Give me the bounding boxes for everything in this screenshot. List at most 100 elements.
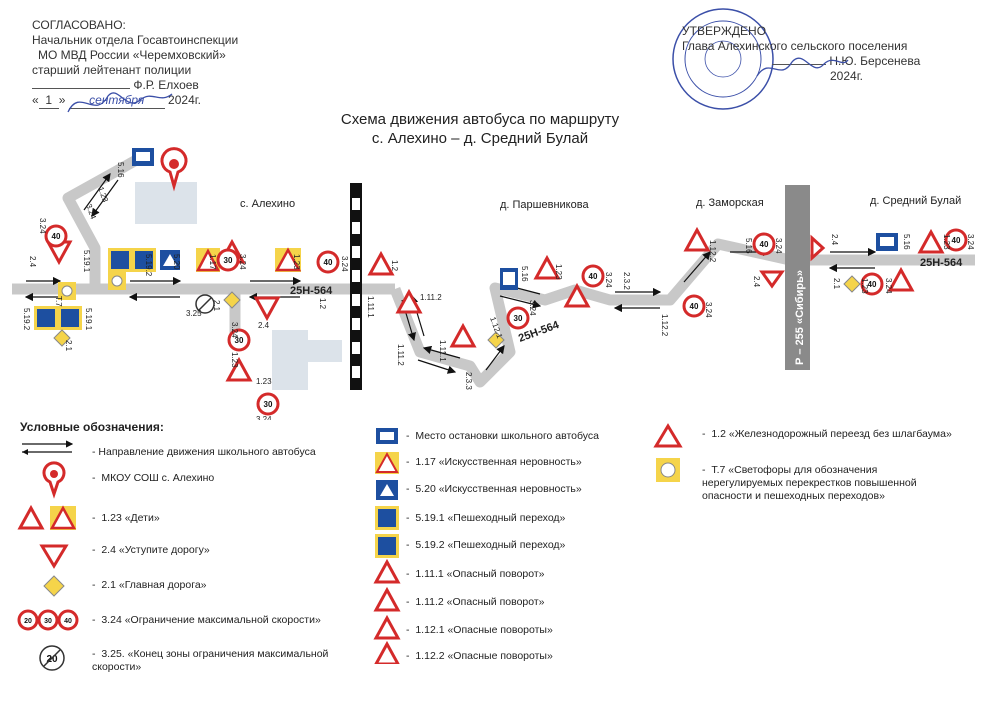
speed-bump-sign: [195, 248, 221, 272]
sign-label: 2.1: [64, 340, 73, 352]
legend-item-main-road: - 2.1 «Главная дорога»: [92, 579, 207, 591]
legend-traffic-light-icon: [656, 458, 680, 482]
speed-limit-value: 40: [324, 258, 333, 267]
end-speed-zone-sign: [195, 294, 215, 314]
road-name-local: 25Н-564: [920, 257, 963, 269]
pedestrian-crossing-sign: [58, 306, 82, 330]
sign-label: 3.24: [884, 278, 893, 294]
sign-label: 3.24: [84, 203, 98, 221]
speed-limit-sign: [506, 306, 530, 330]
sign-label: 2.3.2: [622, 272, 631, 290]
sign-label: 1.12.2: [708, 240, 717, 263]
sign-label: 1.23: [96, 186, 110, 204]
sign-label: 5.19.1: [84, 308, 93, 331]
approval-left-signer: Ф.Р. Елхоев: [133, 78, 199, 92]
legend-curve-left-icon: [373, 586, 401, 612]
diagram-title-line1: Схема движения автобуса по маршруту: [340, 111, 620, 128]
sign-label: 1.23: [554, 264, 563, 280]
sign-label: 1.23: [860, 278, 869, 294]
children-sign-yellow: [274, 247, 302, 272]
speed-limit-value: 30: [235, 336, 244, 345]
pedestrian-crossing-sign: [108, 248, 132, 272]
legend-bus-stop-icon: [376, 428, 398, 444]
sign-label: 3.24: [230, 322, 239, 338]
sign-label: 1.23: [256, 377, 272, 386]
approval-left-block: СОГЛАСОВАНО: Начальник отдела Госавтоинс…: [32, 18, 238, 109]
legend-item-curves-2: - 1.12.2 «Опасные повороты»: [406, 650, 553, 662]
approval-right-signer: Н.Ю. Берсенева: [829, 54, 921, 68]
approval-left-org: МО МВД России «Черемховский»: [38, 48, 226, 62]
diagram-title-line2: с. Алехино – д. Средний Булай: [371, 130, 589, 147]
dangerous-curve-sign: [449, 322, 477, 348]
yield-sign: [759, 270, 785, 289]
traffic-light-sign: [58, 282, 76, 300]
speed-limit-value: 40: [52, 232, 61, 241]
approval-left-signature-line: Ф.Р. Елхоев: [32, 78, 238, 93]
federal-highway: [785, 185, 810, 370]
approval-right-title: УТВЕРЖДЕНО: [682, 24, 767, 38]
speed-limit-value: 40: [868, 280, 877, 289]
speed-limit-value: 30: [514, 314, 523, 323]
approval-left-rank: старший лейтенант полиции: [32, 63, 192, 77]
children-sign: [225, 356, 253, 382]
railway-crossing-sign: [367, 250, 395, 276]
legend-item-speed-bump: - 1.17 «Искусственная неровность»: [406, 456, 582, 468]
legend-heading: Условные обозначения:: [20, 420, 164, 434]
main-road-sign: [843, 275, 861, 293]
signature-right-mark: [756, 57, 849, 77]
sign-label: 3.24: [38, 218, 47, 234]
pedestrian-crossing-sign: [34, 306, 58, 330]
sign-label: 1.23: [942, 234, 951, 250]
legend-icons-col3: [653, 423, 683, 482]
speed-limit-sign: [944, 228, 968, 252]
legend-item-end-speed-zone: - 3.25. «Конец зоны ограничения максимал…: [92, 648, 329, 673]
place-name-zamorskaya: д. Заморская: [696, 197, 764, 209]
legend-speed-limit-icon: 20 30 40: [17, 609, 79, 631]
sign-label: 1.11.1: [366, 296, 375, 318]
sign-label: Т.7: [54, 296, 63, 307]
legend-item-direction: - Направление движения школьного автобус…: [92, 446, 316, 458]
legend-yield-icon: [39, 544, 69, 569]
children-sign: [887, 266, 915, 292]
legend-speed-bump-blue-icon: [376, 480, 398, 500]
sign-label: 5.16: [902, 234, 911, 250]
sign-label: 1.12.2: [660, 314, 669, 337]
road-name-local: 25Н-564: [290, 285, 333, 297]
legend-item-children: - 1.23 «Дети»: [92, 512, 160, 524]
legend-railway-icon: [653, 423, 683, 448]
legend-main-road-icon: [43, 575, 65, 597]
speed-limit-sign: [316, 250, 340, 274]
legend-item-traffic-light: - Т.7 «Светофоры для обозначения нерегул…: [702, 464, 917, 502]
speed-limit-sign: [216, 248, 240, 272]
stamp-seal: [672, 8, 774, 110]
approval-left-day: 1: [38, 93, 59, 109]
speed-limit-value: 40: [760, 240, 769, 249]
yield-sign: [810, 234, 826, 262]
bus-stop-sign: [132, 148, 154, 166]
place-name-alekhino: с. Алехино: [240, 198, 295, 210]
route-map: 40 30 40 30 30 30 40 40 40 40 40 5.16 1.…: [12, 147, 975, 420]
sign-label: 5.20: [172, 254, 181, 270]
dangerous-curve-sign: [395, 288, 423, 314]
approval-right-signature-line: Н.Ю. Берсенева: [682, 54, 920, 69]
legend-item-pedestrian-2: - 5.19.2 «Пешеходный переход»: [406, 539, 566, 551]
sign-label: 2.4: [258, 321, 270, 330]
bus-stop-sign: [876, 233, 898, 251]
sign-label: 2.1: [832, 278, 841, 290]
place-name-parshevnikova: д. Паршевникова: [500, 199, 589, 211]
legend-icons-col1: 20 30 40 20: [17, 440, 79, 671]
legend-item-speed-limit: - 3.24 «Ограничение максимальной скорост…: [92, 614, 321, 626]
main-road-sign: [487, 331, 505, 349]
sign-label: 5.19.2: [144, 254, 153, 277]
building-block: [135, 182, 197, 224]
road-name-federal: Р – 255 «Сибирь»: [794, 270, 806, 365]
legend-curve-right-icon: [373, 558, 401, 584]
sign-label: 3.24: [966, 234, 975, 250]
legend-item-school: - МКОУ СОШ с. Алехино: [92, 472, 215, 484]
approval-right-year: 2024г.: [830, 69, 863, 83]
legend-item-curve-right: - 1.11.1 «Опасный поворот»: [406, 568, 545, 580]
speed-limit-sign: [860, 272, 884, 296]
sign-label: 5.16: [744, 238, 753, 254]
sign-label: 5.19.1: [82, 250, 91, 273]
svg-text:20: 20: [24, 618, 32, 625]
